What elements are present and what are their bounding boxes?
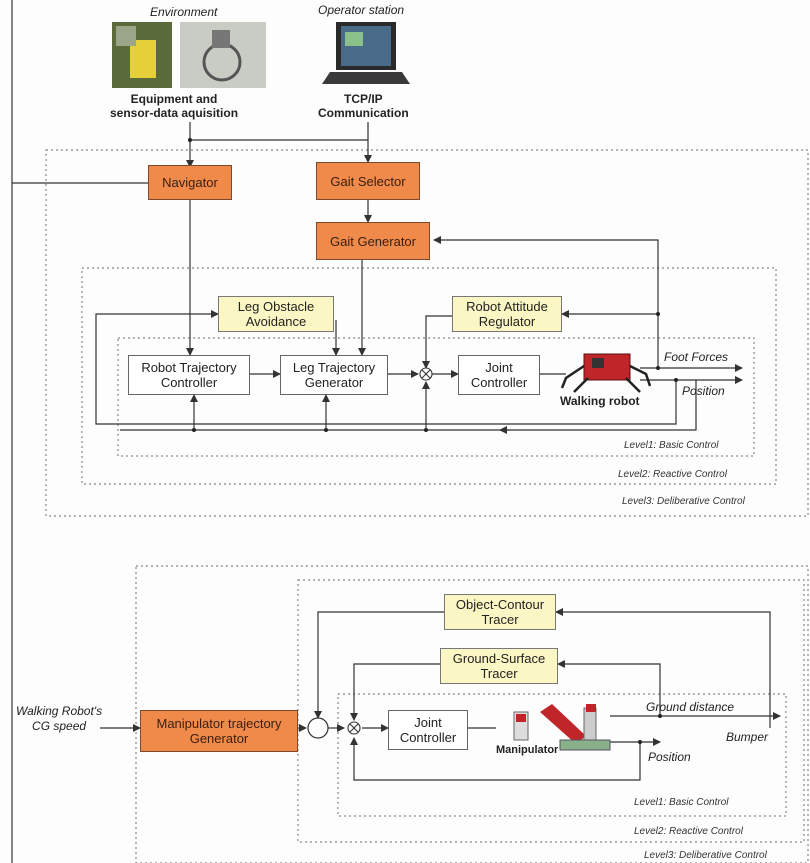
attitude-to-sum [422,315,454,369]
gait-selector-block: Gait Selector [316,162,420,200]
upper-level1-frame [117,337,755,457]
navigator-block: Navigator [148,165,232,200]
upper-level3-frame [45,149,809,517]
manipulator-trajectory-generator-block: Manipulator trajectory Generator [140,710,298,752]
ground-surface-tracer-block: Ground-Surface Tracer [440,648,558,684]
foot-forces-feedback [433,236,659,368]
manipulator-label: Manipulator [496,744,559,756]
communication-caption: TCP/IP Communication [318,92,409,120]
upper-level2-frame [81,267,777,485]
bumper-label: Bumper [726,730,769,744]
equipment-caption: Equipment and sensor-data aquisition [110,92,239,120]
gait-generator-block: Gait Generator [316,222,430,260]
operator-laptop-picture [322,22,410,84]
lower-level2-frame [297,579,805,843]
lower-level1-label: Level1: Basic Control [634,797,729,808]
object-contour-tracer-block: Object-Contour Tracer [444,594,556,630]
lower-level3-label: Level3: Deliberative Control [644,850,767,861]
lower-level2-label: Level2: Reactive Control [634,826,743,837]
upper-level3-label: Level3: Deliberative Control [622,496,745,507]
cg-speed-label: Walking Robot's CG speed [16,704,103,733]
walking-robot-label: Walking robot [560,394,640,408]
joint-controller-lower-block: Joint Controller [388,710,468,750]
walking-robot-picture [560,353,652,393]
environment-label: Environment [150,5,218,19]
joint-controller-upper-block: Joint Controller [458,355,540,395]
operator-station-label: Operator station [318,3,405,17]
position-lower-label: Position [648,750,691,764]
robot-attitude-regulator-block: Robot Attitude Regulator [452,296,562,332]
environment-photo [112,22,266,88]
sum-junction-lower-outer [307,717,329,739]
upper-level2-label: Level2: Reactive Control [618,469,727,480]
leg-obstacle-avoidance-block: Leg Obstacle Avoidance [218,296,334,332]
lower-level3-frame [135,565,809,863]
leg-trajectory-generator-block: Leg Trajectory Generator [280,355,388,395]
ground-distance-label: Ground distance [646,700,735,714]
upper-level1-label: Level1: Basic Control [624,440,719,451]
manipulator-picture [513,704,611,751]
outer-feedback-loop [95,310,677,425]
position-upper-label: Position [682,384,725,398]
robot-trajectory-controller-block: Robot Trajectory Controller [128,355,250,395]
foot-forces-label: Foot Forces [664,350,729,364]
